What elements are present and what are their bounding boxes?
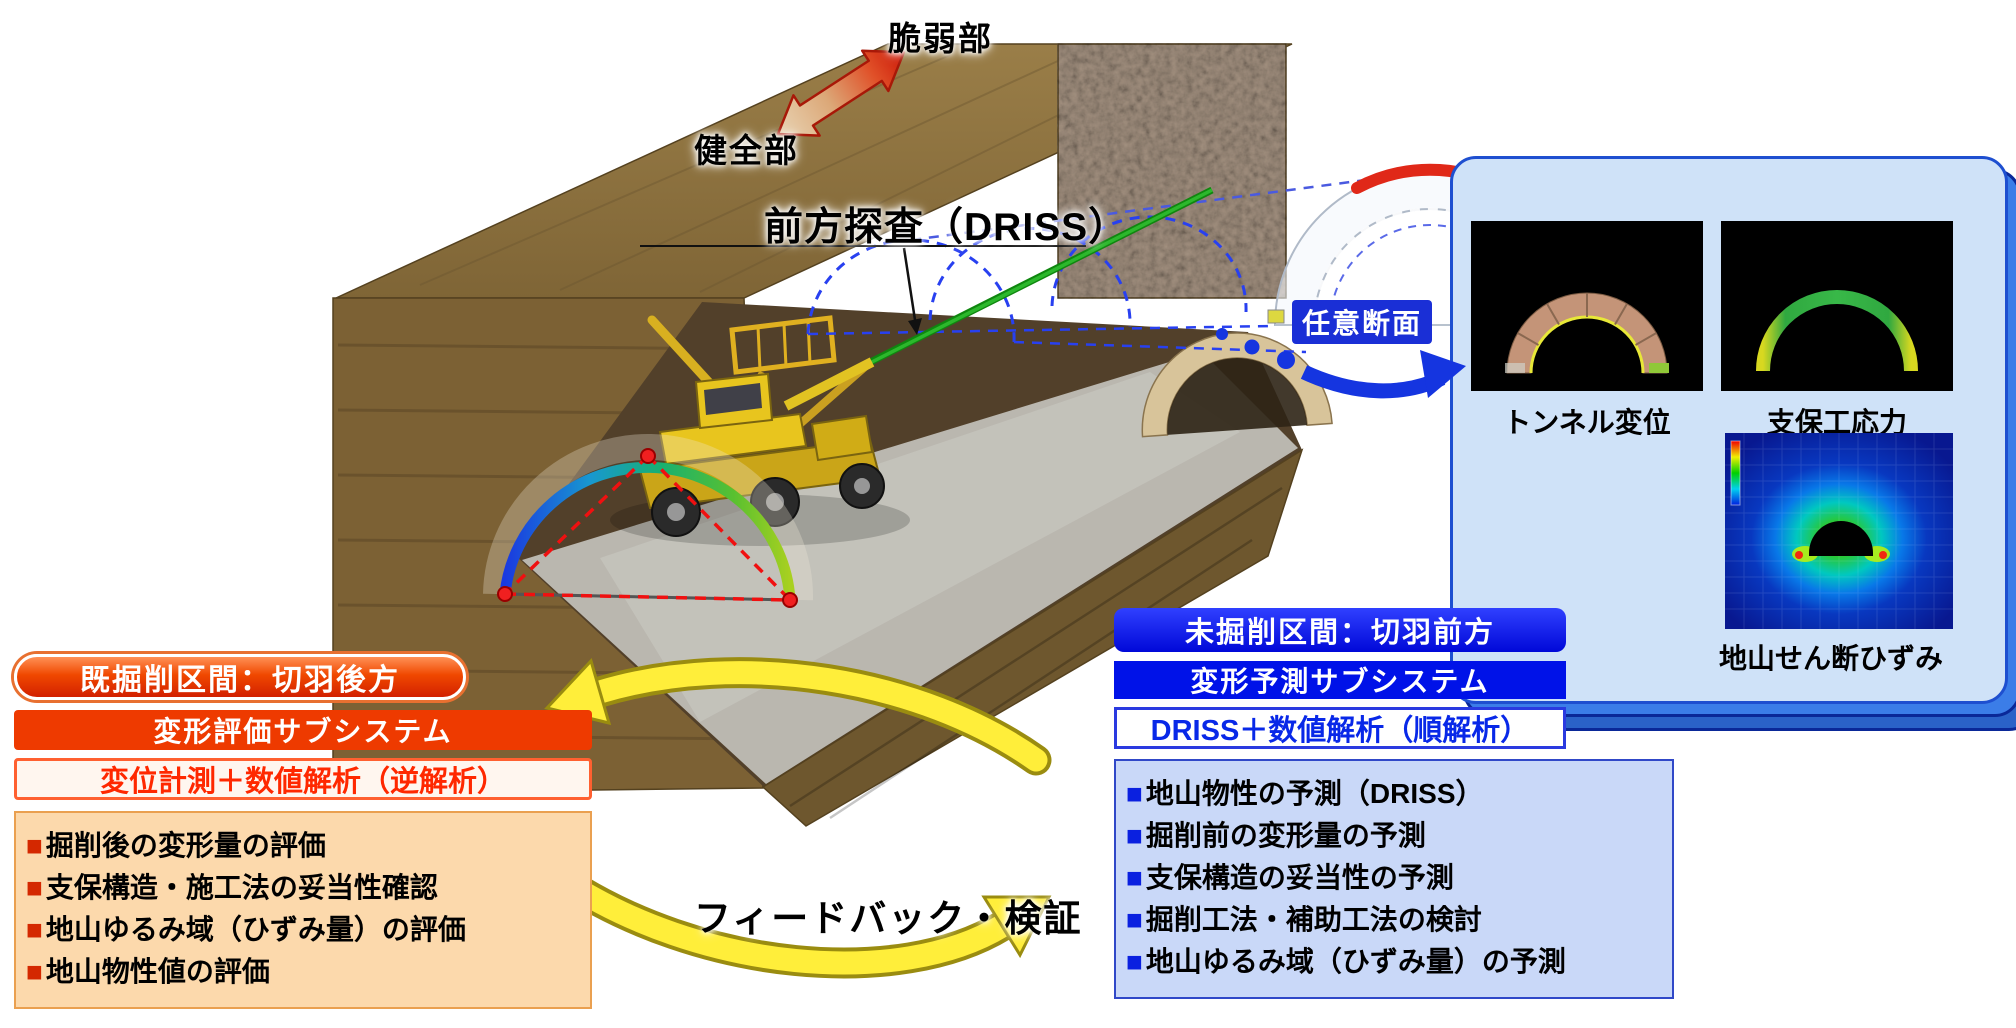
prediction-item: ■ 掘削前の変形量の予測 xyxy=(1126,815,1662,857)
support-stress-image xyxy=(1721,221,1953,391)
prediction-item: ■ 地山ゆるみ域（ひずみ量）の予測 xyxy=(1126,941,1662,983)
sound-zone-label: 健全部 xyxy=(694,132,799,169)
bullet-icon: ■ xyxy=(1126,862,1143,893)
support-stress-label: 支保工応力 xyxy=(1766,407,1907,438)
forward-probe-label: 前方探査（DRISS） xyxy=(764,206,1129,249)
prediction-section-title: 未掘削区間：切羽前方 xyxy=(1114,608,1566,652)
bullet-icon: ■ xyxy=(26,914,43,945)
back-analysis-method: 変位計測＋数値解析（逆解析） xyxy=(14,758,592,800)
analysis-results-panel: トンネル変位 支保工応力 xyxy=(1450,156,2016,731)
shear-strain-label: 地山せん断ひずみ xyxy=(1718,643,1943,674)
evaluation-item: ■ 地山ゆるみ域（ひずみ量）の評価 xyxy=(26,909,580,951)
feedback-arrows xyxy=(544,657,1052,979)
feedback-label: フィードバック・検証 xyxy=(694,898,1083,939)
measurement-section xyxy=(483,433,814,608)
prediction-item: ■ 地山物性の予測（DRISS） xyxy=(1126,773,1662,815)
deformation-evaluation-subsystem: 変形評価サブシステム xyxy=(14,710,592,750)
evaluation-items: ■ 掘削後の変形量の評価 ■ 支保構造・施工法の妥当性確認 ■ 地山ゆるみ域（ひ… xyxy=(14,811,592,1009)
weak-zone-label: 脆弱部 xyxy=(888,20,993,57)
prediction-item: ■ 支保構造の妥当性の予測 xyxy=(1126,857,1662,899)
excavated-section-box: 既掘削区間：切羽後方 変形評価サブシステム 変位計測＋数値解析（逆解析） ■ 掘… xyxy=(14,654,592,1009)
prediction-item: ■ 掘削工法・補助工法の検討 xyxy=(1126,899,1662,941)
bullet-icon: ■ xyxy=(1126,820,1143,851)
weak-zone-rock-texture xyxy=(1057,43,1287,299)
prediction-section-box: 未掘削区間：切羽前方 変形予測サブシステム DRISS＋数値解析（順解析） ■ … xyxy=(1114,608,1674,999)
tunnel-displacement-image xyxy=(1471,221,1703,391)
bullet-icon: ■ xyxy=(26,956,43,987)
bullet-icon: ■ xyxy=(1126,904,1143,935)
bullet-icon: ■ xyxy=(1126,946,1143,977)
arbitrary-section-chip: 任意断面 xyxy=(1292,300,1433,344)
prediction-items: ■ 地山物性の予測（DRISS） ■ 掘削前の変形量の予測 ■ 支保構造の妥当性… xyxy=(1114,759,1674,999)
heatmap-colorbar xyxy=(1730,440,1741,506)
forward-analysis-method: DRISS＋数値解析（順解析） xyxy=(1114,707,1566,749)
evaluation-item: ■ 地山物性値の評価 xyxy=(26,951,580,993)
bullet-icon: ■ xyxy=(26,872,43,903)
evaluation-item: ■ 掘削後の変形量の評価 xyxy=(26,825,580,867)
drill-jumbo xyxy=(638,315,885,537)
zone-direction-arrow xyxy=(776,49,906,137)
tunnel-displacement-label: トンネル変位 xyxy=(1503,407,1671,438)
excavated-section-title: 既掘削区間：切羽後方 xyxy=(14,654,466,700)
bullet-icon: ■ xyxy=(1126,778,1143,809)
deformation-prediction-subsystem: 変形予測サブシステム xyxy=(1114,661,1566,699)
shear-strain-heatmap xyxy=(1725,433,1953,629)
evaluation-item: ■ 支保構造・施工法の妥当性確認 xyxy=(26,867,580,909)
driss-rod xyxy=(783,186,1214,411)
bullet-icon: ■ xyxy=(26,830,43,861)
